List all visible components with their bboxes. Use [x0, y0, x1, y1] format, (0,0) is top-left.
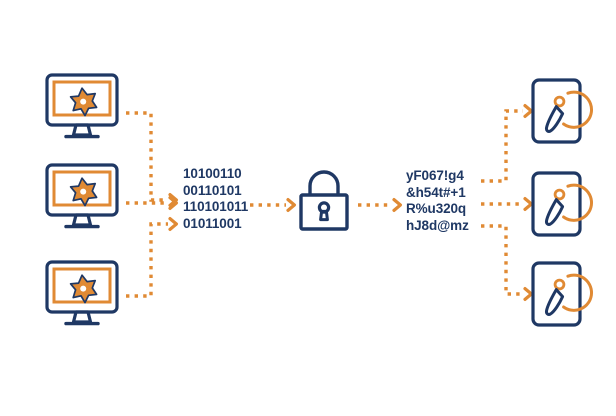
encrypted-ciphertext-label: yF067!g4 &h54t#+1 R%u320q hJ8d@mz	[406, 168, 469, 233]
hard-drive-icon-middle	[531, 171, 594, 237]
padlock-icon	[299, 170, 349, 231]
monitor-icon-bottom	[45, 260, 119, 326]
hard-drive-icon-top	[531, 78, 594, 144]
connector-monitor-middle	[126, 196, 178, 210]
connector-drive-middle	[481, 197, 534, 211]
connector-drive-top	[481, 103, 534, 183]
monitor-icon-middle	[45, 163, 119, 229]
hard-drive-icon-bottom	[531, 261, 594, 327]
connector-drive-bottom	[481, 224, 534, 301]
connector-monitor-top	[126, 111, 178, 207]
connector-lock-to-ciphertext	[358, 198, 402, 212]
monitor-icon-top	[45, 73, 119, 139]
connector-monitor-bottom	[126, 217, 178, 298]
binary-plaintext-label: 10100110 00110101 110101011 01011001	[183, 166, 249, 231]
connector-plaintext-to-lock	[250, 198, 296, 212]
